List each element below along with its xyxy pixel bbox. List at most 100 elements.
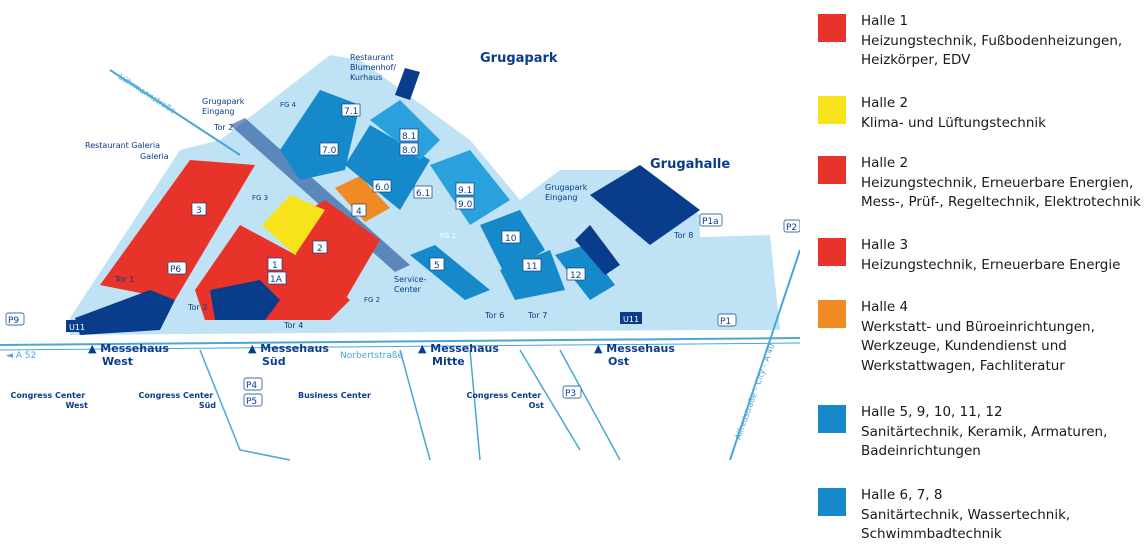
hall-num-61: 6.1 (416, 189, 430, 199)
road-south-1 (199, 349, 291, 461)
hall-num-2: 2 (317, 244, 323, 254)
parking-p1a: P1a (702, 217, 719, 227)
grounds-east-lot (600, 235, 780, 330)
legend-title: Halle 3 (861, 237, 909, 253)
label-messehaus-ost: ▲ Messehaus Ost (594, 342, 679, 368)
label-tor-2: Tor 2 (213, 123, 233, 132)
legend-swatch (818, 488, 846, 516)
legend-title: Halle 2 (861, 95, 909, 111)
label-congress-ost: Congress Center Ost (467, 391, 545, 410)
hall-num-4: 4 (356, 207, 362, 217)
hall-11 (500, 250, 565, 300)
parking-p5: P5 (246, 397, 257, 407)
hall-num-9: 9.0 (458, 200, 473, 210)
hall-num-10: 10 (505, 234, 517, 244)
legend-line: Klima- und Lüftungstechnik (861, 114, 1046, 131)
label-a52: ◄ A 52 (6, 351, 36, 361)
hall-6 (345, 125, 430, 210)
legend-line: Badeinrichtungen (861, 443, 981, 459)
legend-line: Schwimmbadtechnik (861, 526, 1002, 542)
u11-ost: U11 (623, 315, 639, 324)
grugahalle-building (590, 165, 700, 245)
u11-west: U11 (69, 323, 85, 332)
legend-line: Werkstattwagen, Fachliteratur (861, 357, 1065, 374)
parking-p1: P1 (720, 317, 731, 327)
hall-num-71: 7.1 (344, 107, 358, 117)
label-tor-8: Tor 8 (673, 231, 693, 240)
legend-swatch (818, 405, 846, 433)
legend-swatch (818, 238, 846, 266)
label-tor-4: Tor 4 (283, 321, 303, 330)
road-a52 (0, 337, 800, 346)
east-dark-building (575, 225, 620, 275)
label-grugapark: Grugapark (480, 51, 558, 66)
label-tor-6: Tor 6 (484, 311, 504, 320)
label-tor-3: Tor 3 (187, 303, 207, 312)
legend-title: Halle 6, 7, 8 (861, 487, 943, 503)
hall-num-7: 7.0 (322, 146, 337, 156)
legend-line: Sanitärtechnik, Keramik, Armaturen, (861, 423, 1108, 440)
legend-line: Heizungstechnik, Fußbodenheizungen, (861, 32, 1123, 49)
hall-num-6: 6.0 (375, 183, 390, 193)
parking-p9: P9 (8, 316, 19, 326)
hall-num-81: 8.1 (402, 132, 416, 142)
legend-line: Mess-, Prüf-, Regeltechnik, Elektrotechn… (861, 194, 1141, 210)
legend-swatch (818, 300, 846, 328)
hall-2-yellow (262, 195, 325, 255)
legend-line: Heizungstechnik, Erneuerbare Energien, (861, 174, 1134, 191)
road-alfredstrasse (729, 249, 800, 461)
parking-p3: P3 (565, 389, 576, 399)
hall-number-labels: 1 1A 2 3 4 5 6.0 6.1 7.0 7.1 8.0 8.1 9.0 (191, 103, 586, 285)
label-service-center: Service- Center (394, 275, 429, 294)
road-luehrmannstrasse (109, 69, 241, 156)
hall-num-1a: 1A (270, 275, 283, 285)
hall-num-11: 11 (526, 262, 537, 272)
label-restaurant-galeria: Restaurant Galeria (85, 141, 160, 150)
hall-3 (100, 160, 255, 300)
legend-title: Halle 2 (861, 155, 909, 171)
messehaus-west-building (75, 290, 175, 335)
legend-panel: Halle 1 Heizungstechnik, Fußbodenheizung… (800, 0, 1148, 552)
label-tor-7: Tor 7 (527, 311, 547, 320)
hall-num-12: 12 (570, 271, 581, 281)
label-grugapark-eingang-ost: Grugapark Eingang (545, 183, 590, 202)
legend-line: Werkstatt- und Büroeinrichtungen, (861, 318, 1095, 335)
hall-7 (280, 90, 360, 180)
legend-swatch (818, 96, 846, 124)
label-alfredstrasse: Alfredstraße – City – A 40 (733, 343, 776, 441)
legend-title: Halle 5, 9, 10, 11, 12 (861, 404, 1003, 420)
label-congress-sued: Congress Center Süd (139, 391, 217, 410)
hall-num-91: 9.1 (458, 186, 472, 196)
legend-swatch (818, 156, 846, 184)
hall-num-8: 8.0 (402, 146, 417, 156)
legend-title: Halle 4 (861, 299, 909, 315)
label-fg-4: FG 4 (280, 101, 297, 109)
road-norbertstrasse (0, 342, 800, 351)
label-restaurant-blumenhof: Restaurant Blumenhof/ Kurhaus (350, 53, 399, 82)
parking-p2: P2 (786, 223, 797, 233)
legend-line: Sanitärtechnik, Wassertechnik, (861, 506, 1071, 523)
messehaus-sued-building (210, 280, 280, 320)
label-galeria: Galeria (140, 152, 169, 161)
label-norbertstrasse: Norbertstraße (340, 351, 404, 361)
label-business-center: Business Center (298, 391, 371, 400)
label-messehaus-mitte: ▲ Messehaus Mitte (418, 342, 503, 368)
label-fg-2: FG 2 (364, 296, 380, 304)
road-south-2 (399, 349, 481, 461)
hall-num-3: 3 (196, 206, 202, 216)
hall-num-5: 5 (434, 261, 440, 271)
legend-swatch (818, 14, 846, 42)
label-fg-1: FG 1 (440, 232, 456, 240)
label-grugapark-eingang-west: Grugapark Eingang (202, 97, 247, 116)
parking-p6: P6 (170, 265, 181, 275)
label-tor-1: Tor 1 (114, 275, 134, 284)
legend-title: Halle 1 (861, 13, 909, 29)
road-south-3 (519, 349, 621, 461)
hall-num-1: 1 (272, 261, 278, 271)
legend-line: Heizungstechnik, Erneuerbare Energie (861, 256, 1121, 273)
parking-p4: P4 (246, 381, 257, 391)
parking-labels: P9 P6 P4 P5 P3 P1 P1a P2 (5, 213, 800, 407)
trade-fair-site-map: Grugapark Grugahalle Restaurant Blumenho… (0, 51, 800, 461)
label-luehrmannstrasse: Lührmannstraße (117, 72, 177, 115)
label-congress-west: Congress Center West (11, 391, 89, 410)
